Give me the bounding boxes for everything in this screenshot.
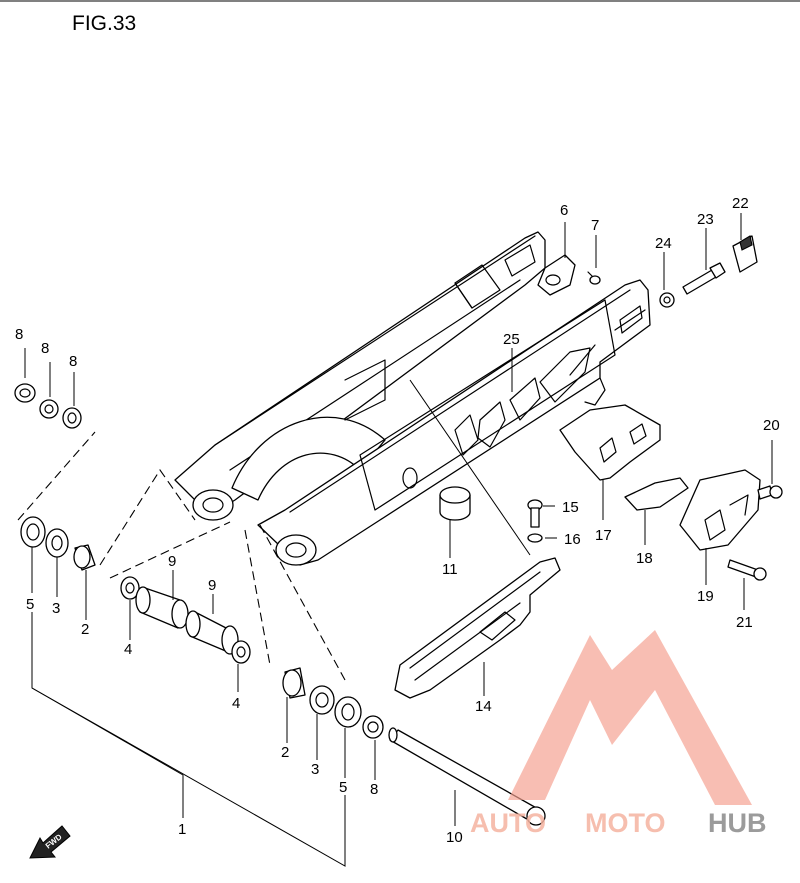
callout-9-a: 9 — [168, 553, 176, 570]
watermark-part2: MOTO — [585, 808, 666, 838]
guide-bracket-19 — [679, 469, 761, 551]
callout-15: 15 — [562, 499, 579, 516]
callout-1: 1 — [178, 821, 186, 838]
washer-16 — [527, 533, 543, 543]
callout-5-right: 5 — [339, 779, 347, 796]
callout-2-left: 2 — [81, 621, 89, 638]
callout-22: 22 — [732, 195, 749, 212]
fwd-arrow-icon: FWD — [29, 825, 71, 859]
callout-21: 21 — [736, 614, 753, 631]
washer-12 — [39, 399, 59, 419]
bolt-15 — [527, 499, 543, 528]
callout-24: 24 — [655, 235, 672, 252]
spacer-9-b — [185, 610, 239, 655]
callout-16: 16 — [564, 531, 581, 548]
callout-9-b: 9 — [208, 577, 216, 594]
callout-12: 8 — [41, 340, 49, 357]
rubber-plug — [439, 486, 471, 521]
callout-2-right: 2 — [281, 744, 289, 761]
watermark-logo: AUTO MOTO HUB — [470, 630, 767, 838]
callout-8-right: 8 — [370, 781, 378, 798]
nut-13 — [14, 383, 36, 403]
seal-4-left — [120, 576, 140, 600]
seal-8-right — [362, 715, 384, 739]
bolt-23 — [682, 262, 726, 295]
guide-pad-18 — [624, 477, 689, 511]
callout-25: 25 — [503, 331, 520, 348]
callout-13: 8 — [15, 326, 23, 343]
callout-10: 10 — [446, 829, 463, 846]
figure-title: FIG.33 — [72, 12, 136, 35]
callout-4-left: 4 — [124, 641, 132, 658]
watermark-part1: AUTO — [470, 808, 546, 838]
callout-7: 7 — [591, 217, 599, 234]
nut-24 — [659, 292, 675, 308]
callout-23: 23 — [697, 211, 714, 228]
clip-22 — [732, 235, 758, 273]
spacer-9-a — [135, 586, 189, 629]
small-screw — [587, 271, 601, 285]
callout-8-left: 8 — [69, 353, 77, 370]
callout-11: 11 — [442, 561, 458, 578]
callout-20: 20 — [763, 417, 780, 434]
bearing-5-left — [20, 516, 46, 548]
bolt-20 — [757, 485, 783, 500]
chain-guide-17 — [559, 404, 661, 481]
pivot-shaft-10 — [388, 727, 546, 826]
callout-4-right: 4 — [232, 695, 240, 712]
bushing-2-left — [73, 544, 96, 571]
callout-17: 17 — [595, 527, 612, 544]
callout-14: 14 — [475, 698, 492, 715]
swingarm — [174, 231, 651, 566]
chain-slider-14 — [394, 557, 561, 699]
bushing-2-right — [282, 667, 306, 699]
callout-19: 19 — [697, 588, 714, 605]
callout-3-left: 3 — [52, 600, 60, 617]
leader-lines — [24, 213, 773, 867]
watermark-part3: HUB — [708, 808, 767, 838]
seal-4-right — [231, 640, 251, 664]
callout-18: 18 — [636, 550, 653, 567]
assembly-dashed-lines — [17, 431, 346, 681]
callout-5-left: 5 — [26, 596, 34, 613]
callout-3-right: 3 — [311, 761, 319, 778]
seal-8-left — [62, 407, 82, 429]
bearing-3-left — [45, 528, 69, 558]
bolt-21 — [727, 559, 767, 581]
callout-labels: 8 8 8 5 3 2 4 9 9 4 2 3 5 8 1 10 11 14 1… — [15, 195, 780, 846]
bearing-5-right — [334, 696, 362, 728]
bearing-3-right — [309, 685, 335, 715]
chain-guide-pad — [537, 254, 576, 296]
callout-6: 6 — [560, 202, 568, 219]
